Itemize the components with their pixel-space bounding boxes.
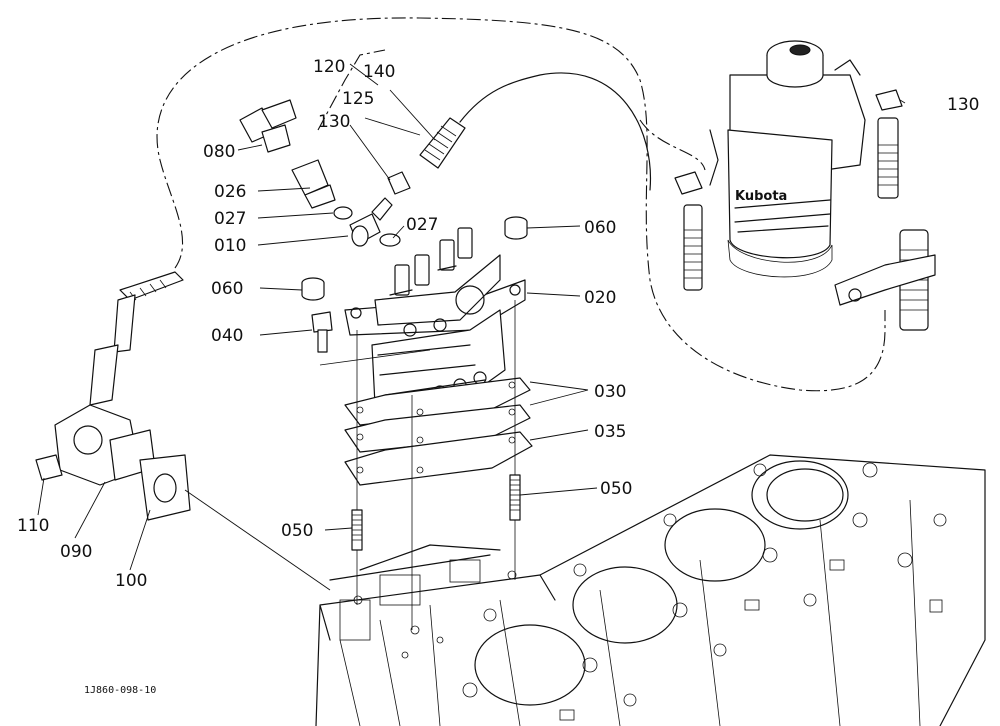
fuel-filter-assembly: Kubota (709, 40, 866, 278)
fuel-route-dashed-line (156, 17, 886, 392)
part-label-060: 060 (211, 279, 243, 299)
cylinder-block (315, 454, 986, 726)
part-label-027-right: 027 (406, 215, 438, 235)
part-label-027: 027 (214, 209, 246, 229)
hose-clamp-130 (387, 171, 411, 195)
part-label-080: 080 (203, 142, 235, 162)
gaskets (344, 377, 533, 486)
diagram-reference-code: 1J860-098-10 (84, 685, 156, 696)
part-label-035: 035 (594, 422, 626, 442)
part-label-026: 026 (214, 182, 246, 202)
banjo-fittings (239, 99, 401, 247)
part-label-120: 120 (313, 57, 345, 77)
part-label-140: 140 (363, 62, 395, 82)
nut-060-left (301, 277, 325, 301)
nut-060-right (504, 216, 528, 240)
part-label-110: 110 (17, 516, 49, 536)
part-label-100: 100 (115, 571, 147, 591)
fuel-route-dashed-line-2 (639, 119, 706, 171)
part-label-090: 090 (60, 542, 92, 562)
fuel-feed-pump (35, 271, 191, 521)
bolt-040 (311, 311, 333, 353)
part-label-050-right: 050 (600, 479, 632, 499)
part-label-130-right: 130 (947, 95, 979, 115)
part-label-050: 050 (281, 521, 313, 541)
part-label-060-right: 060 (584, 218, 616, 238)
part-label-130: 130 (318, 112, 350, 132)
part-label-040: 040 (211, 326, 243, 346)
filter-brand-label: Kubota (735, 189, 787, 204)
part-label-020: 020 (584, 288, 616, 308)
part-label-010: 010 (214, 236, 246, 256)
injection-pump (344, 227, 526, 407)
stud-bolts (351, 474, 521, 551)
filter-hose-right (834, 89, 936, 331)
part-label-030: 030 (594, 382, 626, 402)
filter-hose-left (674, 171, 703, 291)
part-label-125: 125 (342, 89, 374, 109)
assembly-centerlines (319, 300, 516, 630)
fuel-hose-140 (419, 72, 652, 191)
leader-lines (37, 49, 906, 591)
